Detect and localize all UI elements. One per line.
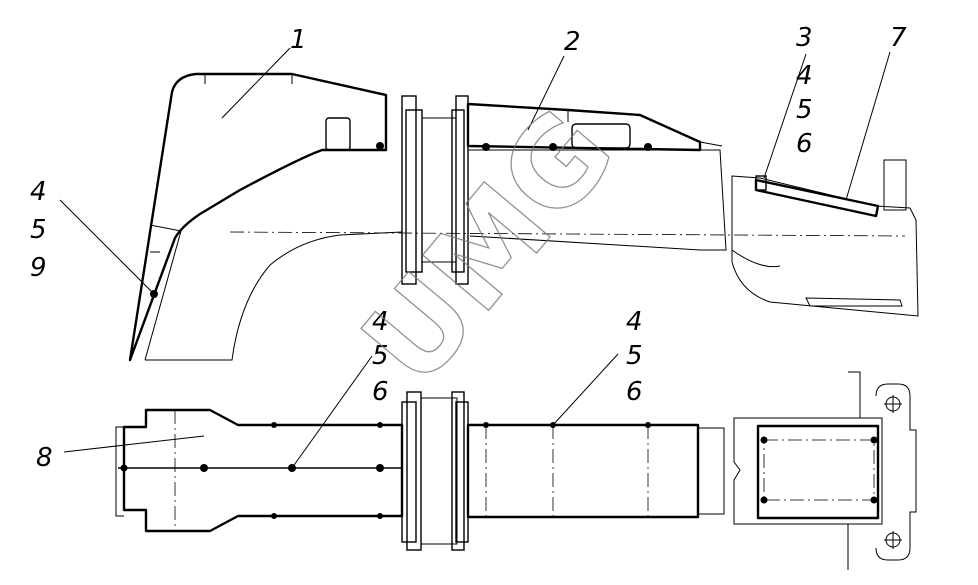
part-1-inner-edge <box>144 224 182 361</box>
callout-459-4: 4 <box>30 177 47 207</box>
callout-459-5: 5 <box>30 215 47 245</box>
part-2-boss <box>571 123 631 149</box>
coupling-flange-top <box>401 95 469 285</box>
part-1-lower-curve <box>145 231 403 361</box>
plan-view <box>115 371 917 570</box>
callout-456-right-6: 6 <box>626 377 643 407</box>
callout-3-6: 6 <box>796 129 813 159</box>
callout-456-left-4: 4 <box>372 307 389 337</box>
callout-459-9: 9 <box>30 253 47 283</box>
middle-pipe-plan <box>466 423 700 519</box>
side-view <box>128 72 919 362</box>
leader-lines <box>59 47 891 469</box>
callout-456-right-5: 5 <box>626 341 643 371</box>
coupling-flange-bottom <box>401 391 469 551</box>
right-section <box>731 175 919 317</box>
plan-cover <box>756 424 880 520</box>
callout-labels: 1 2 3 4 5 6 7 4 5 9 4 5 6 4 5 6 8 <box>30 23 907 473</box>
part-1-boss <box>325 117 351 151</box>
bracket-top <box>875 383 917 561</box>
callout-3-5: 5 <box>796 95 813 125</box>
callout-456-right-4: 4 <box>626 307 643 337</box>
callout-3: 3 <box>796 23 813 53</box>
right-section-plan <box>733 417 883 525</box>
callout-456-left-5: 5 <box>372 341 389 371</box>
part-1-shroud <box>128 72 388 362</box>
part-7-strip <box>754 178 880 218</box>
callout-2: 2 <box>564 27 581 57</box>
middle-pipe <box>468 149 727 251</box>
callout-1: 1 <box>290 25 307 55</box>
callout-456-left-6: 6 <box>372 377 389 407</box>
part-8-body <box>122 408 404 533</box>
callout-3-4: 4 <box>796 61 813 91</box>
callout-7: 7 <box>890 23 907 53</box>
callout-8: 8 <box>36 443 53 473</box>
